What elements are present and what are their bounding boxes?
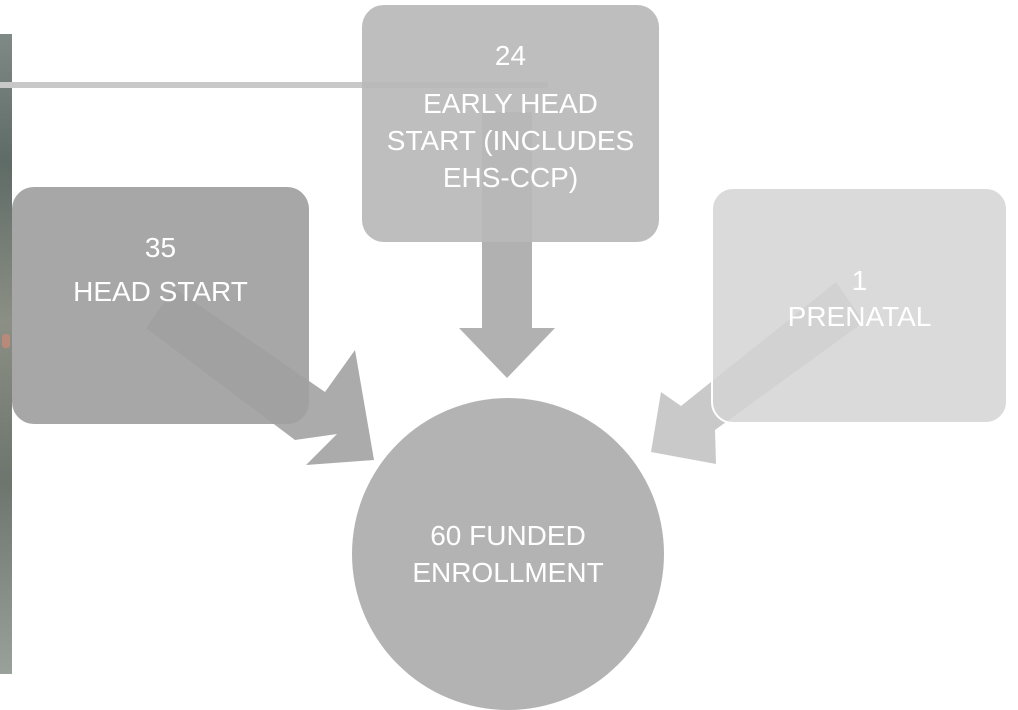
node-head-start: 35 HEAD START (12, 187, 309, 424)
center-label: 60 FUNDED ENROLLMENT (412, 520, 604, 588)
decorative-line (0, 82, 548, 88)
prenatal-count: 1 (851, 265, 868, 296)
prenatal-label: PRENATAL (787, 301, 932, 332)
background-photo-strip (0, 34, 12, 674)
early-head-start-count: 24 (494, 40, 527, 71)
node-early-head-start: 24 EARLY HEAD START (INCLUDES EHS-CCP) (362, 5, 659, 242)
head-start-count: 35 (144, 232, 177, 263)
head-start-label: HEAD START (73, 276, 248, 307)
center-funded-enrollment: 60 FUNDED ENROLLMENT (352, 398, 664, 710)
photo-detail (2, 334, 10, 348)
early-head-start-label: EARLY HEAD START (INCLUDES EHS-CCP) (386, 88, 635, 193)
node-prenatal: 1 PRENATAL (711, 187, 1008, 424)
